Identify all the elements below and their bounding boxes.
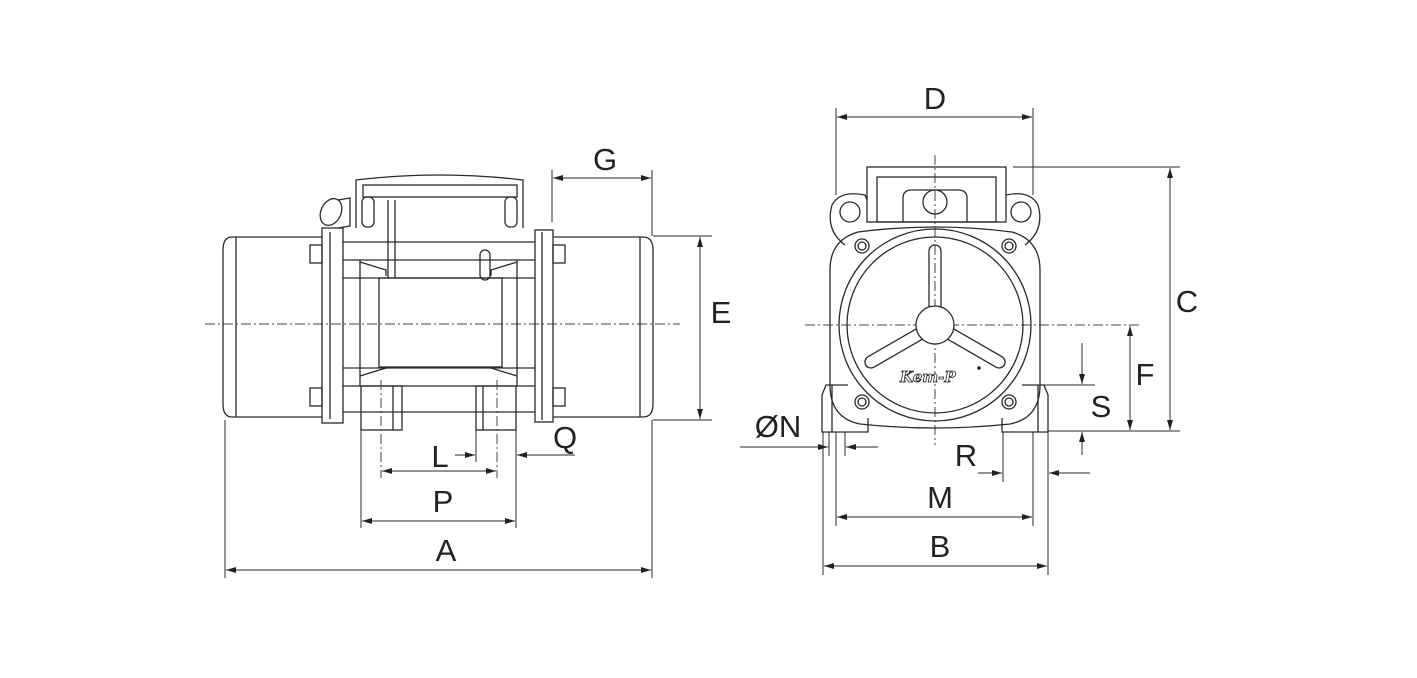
label-l: L: [431, 439, 448, 474]
label-b: B: [930, 529, 951, 564]
side-view-dimensions: G E A P L Q: [224, 142, 732, 578]
right-end-cap: [553, 236, 654, 418]
label-f: F: [1136, 357, 1155, 392]
cable-gland: [319, 197, 343, 227]
side-view: [205, 174, 680, 478]
shaft-hub: [915, 305, 955, 345]
label-m: M: [927, 480, 953, 515]
label-p: P: [433, 484, 454, 519]
lifting-ears: [829, 193, 1041, 246]
label-d: D: [924, 81, 946, 116]
brand-logo: Kem-P: [899, 368, 956, 386]
center-housing: [378, 277, 503, 368]
label-r: R: [955, 438, 977, 473]
label-a: A: [436, 533, 457, 568]
right-flange: [534, 229, 554, 423]
label-s: S: [1091, 389, 1112, 424]
right-foot: [475, 385, 517, 431]
label-q: Q: [553, 420, 577, 455]
label-e: E: [711, 295, 732, 330]
front-view-dimensions: D C F S B M R ØN: [740, 81, 1198, 575]
label-n: ØN: [755, 409, 802, 444]
left-foot-front: [821, 384, 869, 433]
terminal-box: [355, 174, 524, 228]
left-flange: [321, 227, 344, 424]
label-g: G: [593, 142, 617, 177]
left-end-cap: [222, 236, 322, 418]
front-view: Kem-P: [805, 155, 1140, 445]
right-foot-front: [1001, 384, 1049, 433]
label-c: C: [1176, 284, 1198, 319]
